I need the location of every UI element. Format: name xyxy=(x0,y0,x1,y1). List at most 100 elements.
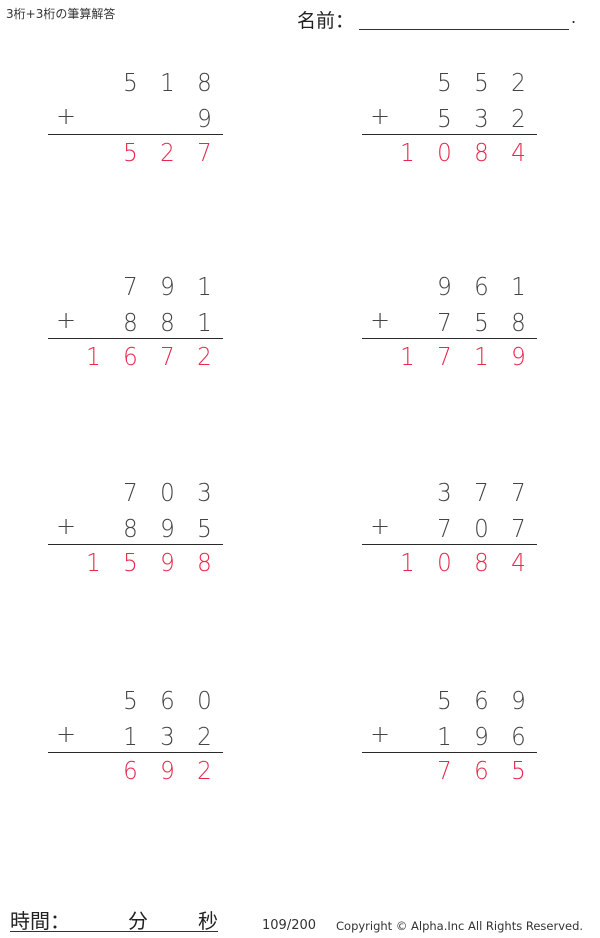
digit: 5 xyxy=(437,686,452,715)
digit: 9 xyxy=(511,342,526,371)
name-field: 名前： . xyxy=(297,4,587,32)
digit: 1 xyxy=(400,138,415,167)
digit: 7 xyxy=(197,138,212,167)
plus-sign: + xyxy=(370,512,391,540)
sum-line xyxy=(48,134,223,135)
digit: 0 xyxy=(437,138,452,167)
digit: 3 xyxy=(474,104,489,133)
second-operand: 9 xyxy=(186,104,223,134)
digit: 5 xyxy=(474,308,489,337)
digit: 7 xyxy=(437,756,452,785)
digit: 9 xyxy=(197,104,212,133)
digit: 0 xyxy=(437,548,452,577)
sum-line xyxy=(362,134,537,135)
name-label: 名前： xyxy=(297,10,355,32)
digit: 0 xyxy=(474,514,489,543)
digit: 7 xyxy=(437,342,452,371)
digit: 8 xyxy=(474,138,489,167)
copyright-text: Copyright © Alpha.Inc All Rights Reserve… xyxy=(336,919,584,933)
digit: 7 xyxy=(474,478,489,507)
plus-sign: + xyxy=(370,720,391,748)
digit: 0 xyxy=(160,478,175,507)
digit: 5 xyxy=(123,548,138,577)
digit: 8 xyxy=(123,308,138,337)
digit: 6 xyxy=(474,272,489,301)
digit: 8 xyxy=(197,68,212,97)
digit: 9 xyxy=(437,272,452,301)
digit: 1 xyxy=(86,548,101,577)
digit: 1 xyxy=(123,722,138,751)
name-underline xyxy=(359,29,569,30)
sum-line xyxy=(362,752,537,753)
digit: 4 xyxy=(511,548,526,577)
digit: 4 xyxy=(511,138,526,167)
digit: 1 xyxy=(86,342,101,371)
minutes-label: 分 xyxy=(128,909,148,933)
sum-line xyxy=(362,338,537,339)
digit: 8 xyxy=(197,548,212,577)
plus-sign: + xyxy=(56,512,77,540)
digit: 1 xyxy=(197,272,212,301)
digit: 7 xyxy=(160,342,175,371)
digit: 7 xyxy=(511,478,526,507)
plus-sign: + xyxy=(56,720,77,748)
digit: 2 xyxy=(511,68,526,97)
digit: 6 xyxy=(123,756,138,785)
digit: 2 xyxy=(197,756,212,785)
plus-sign: + xyxy=(370,102,391,130)
digit: 9 xyxy=(160,548,175,577)
digit: 5 xyxy=(437,104,452,133)
digit: 0 xyxy=(197,686,212,715)
plus-sign: + xyxy=(56,306,77,334)
digit: 3 xyxy=(160,722,175,751)
digit: 3 xyxy=(197,478,212,507)
time-field: 時間： 分 秒 xyxy=(10,905,218,933)
digit: 1 xyxy=(400,342,415,371)
digit: 8 xyxy=(474,548,489,577)
digit: 6 xyxy=(511,722,526,751)
plus-sign: + xyxy=(56,102,77,130)
digit: 1 xyxy=(400,548,415,577)
digit: 5 xyxy=(511,756,526,785)
digit: 5 xyxy=(123,68,138,97)
digit: 9 xyxy=(160,756,175,785)
digit: 7 xyxy=(123,478,138,507)
digit: 8 xyxy=(123,514,138,543)
digit: 6 xyxy=(123,342,138,371)
digit: 7 xyxy=(437,514,452,543)
digit: 9 xyxy=(160,272,175,301)
digit: 7 xyxy=(437,308,452,337)
digit: 1 xyxy=(160,68,175,97)
plus-sign: + xyxy=(370,306,391,334)
digit: 9 xyxy=(474,722,489,751)
digit: 2 xyxy=(511,104,526,133)
digit: 5 xyxy=(437,68,452,97)
digit: 9 xyxy=(511,686,526,715)
worksheet-title: 3桁+3桁の筆算解答 xyxy=(6,7,116,21)
digit: 5 xyxy=(123,686,138,715)
